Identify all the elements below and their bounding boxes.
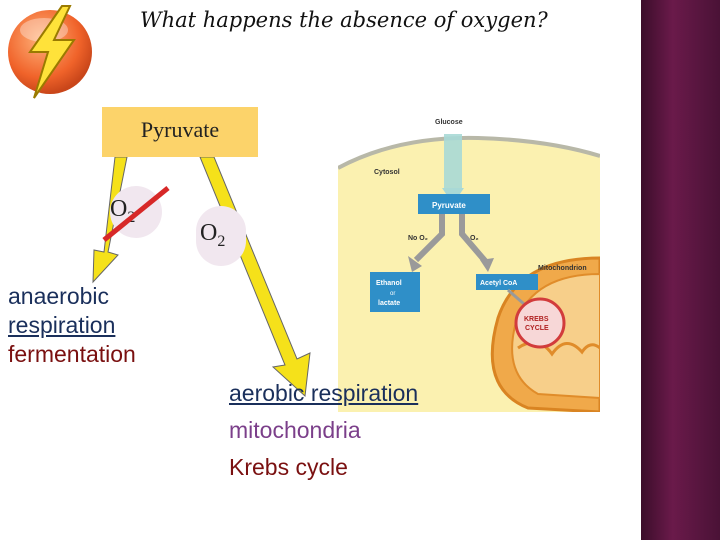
mitochondria-label: mitochondria	[229, 417, 361, 443]
glucose-label: Glucose	[435, 119, 463, 126]
anaerobic-line: anaerobic	[8, 283, 110, 309]
aerobic-text: aerobic respiration mitochondria Krebs c…	[229, 375, 418, 486]
cytosol-label: Cytosol	[374, 169, 400, 176]
pyruvate-label: Pyruvate	[140, 117, 220, 142]
o2-right-sub: 2	[217, 233, 226, 250]
fermentation-label: fermentation	[8, 341, 136, 367]
lightning-bolt-icon	[8, 5, 92, 99]
anaerobic-text: anaerobic respiration fermentation	[8, 282, 136, 369]
oxygen-badge: O2	[196, 206, 246, 266]
krebs-label-2: CYCLE	[525, 325, 549, 332]
ethanol-label: Ethanol	[376, 280, 402, 287]
aerobic-respiration-link[interactable]: aerobic respiration	[229, 380, 419, 406]
pyruvate-rect	[418, 194, 490, 214]
cellular-respiration-diagram: Glucose Cytosol Pyruvate No O₂ O₂ Ethano…	[338, 119, 600, 412]
slide-title: What happens the absence of oxygen?	[140, 8, 548, 32]
anaerobic-arrow	[92, 156, 128, 284]
o2-right-main: O	[200, 220, 218, 246]
ethanol-rect	[370, 272, 420, 312]
krebs-label-1: KREBS	[524, 316, 549, 323]
o2-label: O₂	[470, 235, 479, 242]
krebs-cycle-label: Krebs cycle	[229, 454, 348, 480]
or-label: or	[390, 291, 395, 297]
cell-pyruvate-label: Pyruvate	[432, 201, 466, 210]
acetyl-label: Acetyl CoA	[480, 280, 517, 287]
no-o2-label: No O₂	[408, 235, 428, 242]
anaerobic-respiration-link[interactable]: respiration	[8, 312, 116, 338]
slide-decoration-strip	[641, 0, 720, 540]
mitochondrion-label: Mitochondrion	[538, 265, 587, 272]
no-oxygen-badge: O2	[102, 186, 170, 242]
aerobic-arrow	[199, 156, 311, 398]
acetyl-rect	[476, 274, 538, 290]
pyruvate-box: Pyruvate	[102, 107, 258, 157]
cross-out-line	[102, 186, 170, 242]
o2-left-main: O	[110, 196, 128, 222]
o2-right-label: O2	[200, 220, 225, 251]
krebs-cycle-circle	[514, 297, 566, 349]
lactate-label: lactate	[378, 300, 400, 307]
